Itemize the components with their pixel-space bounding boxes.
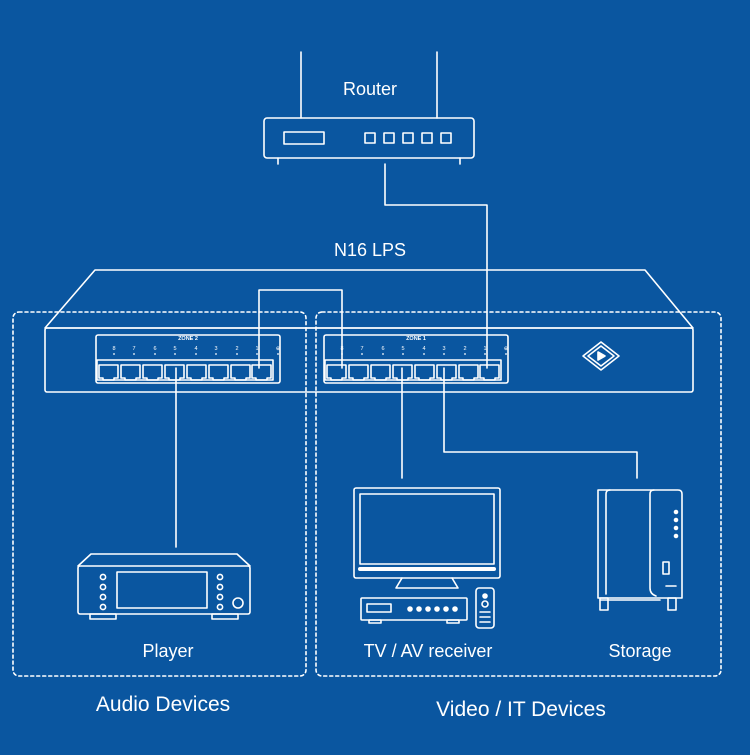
player-icon: [77, 553, 251, 620]
zone1-label: ZONE 1: [406, 336, 426, 342]
player-label: Player: [142, 641, 194, 661]
zone2-port-number: 4: [194, 346, 197, 352]
zone2-port-number: 3: [214, 346, 217, 352]
zone1-port-number: 5: [401, 346, 404, 352]
router-label: Router: [342, 79, 398, 99]
zone1-port-number: 7: [360, 346, 363, 352]
av-receiver-icon: [360, 597, 468, 624]
audio-zone-box: [12, 311, 307, 677]
storage-icon: [597, 489, 683, 611]
zone-bridge-cable: [258, 289, 343, 369]
zone1-port-number: 2: [463, 346, 466, 352]
zone2-port-number: 8: [112, 346, 115, 352]
zone2-port-number: 5: [173, 346, 176, 352]
router-icon: [263, 51, 475, 165]
video-it-devices-label: Video / IT Devices: [436, 698, 606, 721]
tv-av-receiver-label: TV / AV receiver: [363, 641, 493, 661]
switch-model-label: N16 LPS: [333, 240, 407, 260]
audio-devices-label: Audio Devices: [95, 693, 231, 716]
zone2-uplink-symbol: ⊕: [276, 346, 281, 352]
switch-chassis: [44, 269, 694, 393]
video-zone-box: [315, 311, 722, 677]
remote-control-icon: [475, 587, 495, 629]
zone1-port-number: 6: [381, 346, 384, 352]
switch-logo-icon: [582, 341, 620, 371]
zone1-port-panel: [323, 334, 509, 384]
zone1-port-number: 3: [442, 346, 445, 352]
zone2-port-number: 6: [153, 346, 156, 352]
storage-label: Storage: [608, 641, 672, 661]
router-uplink-cable: [384, 163, 488, 369]
zone2-port-panel: [95, 334, 281, 384]
zone2-port-number: 7: [132, 346, 135, 352]
zone1-port-number: 4: [422, 346, 425, 352]
storage-cable: [443, 367, 638, 479]
zone1-uplink-symbol: ⊕: [504, 346, 509, 352]
zone2-label: ZONE 2: [178, 336, 198, 342]
zone1-port-number: 1: [483, 346, 486, 352]
tv-icon: [353, 487, 501, 589]
zone2-port-number: 1: [255, 346, 258, 352]
zone2-port-number: 2: [235, 346, 238, 352]
zone1-port-number: 8: [340, 346, 343, 352]
